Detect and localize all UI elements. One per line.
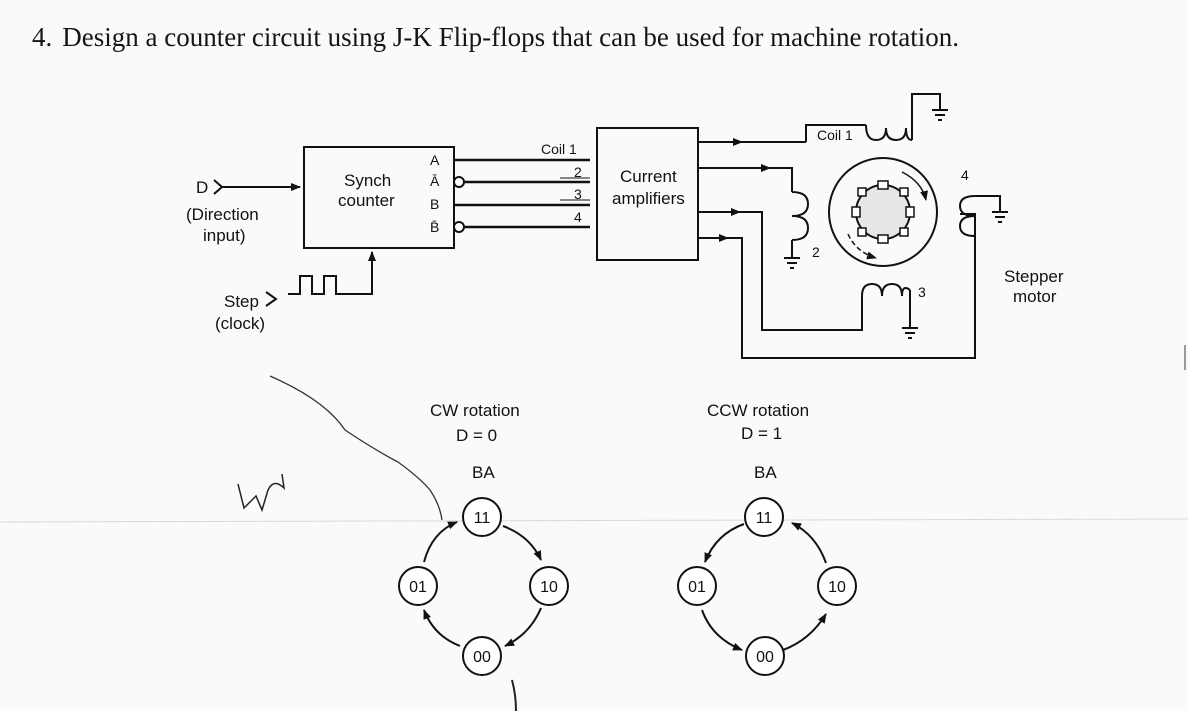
stepper-motor-label-2: motor xyxy=(1013,287,1057,306)
output-label-b-bar: B̄ xyxy=(430,219,439,235)
rotor-tooth xyxy=(857,227,867,237)
stator-circle xyxy=(828,157,938,267)
ccw-state-label: 00 xyxy=(756,649,774,666)
coil1-ground-lead xyxy=(911,93,941,140)
d-input-label-2: input) xyxy=(203,226,246,245)
amp-out-coil2 xyxy=(770,167,793,192)
question-text: 4. Design a counter circuit using J-K Fli… xyxy=(32,22,959,53)
ccw-arrow-11-01 xyxy=(704,523,745,563)
step-label-1: Step xyxy=(224,292,259,311)
inversion-bubble-a xyxy=(453,176,465,188)
rotation-arrow-cw xyxy=(901,171,928,201)
d-input-label-1: (Direction xyxy=(186,205,259,224)
cw-arrow-10-00 xyxy=(504,607,542,647)
coil3-winding xyxy=(861,282,911,312)
ccw-state-label: 11 xyxy=(756,510,773,527)
cw-state-label: 10 xyxy=(540,579,558,596)
rotor-tooth xyxy=(899,227,909,237)
ccw-title: CCW rotation xyxy=(707,401,809,420)
output-label-b: B xyxy=(430,196,439,212)
cw-state-node xyxy=(462,636,502,676)
ccw-arrow-01-00 xyxy=(701,609,743,651)
coil3-number: 3 xyxy=(918,284,926,300)
handwritten-stroke xyxy=(269,375,443,521)
cw-arrow-00-01 xyxy=(423,609,461,647)
rotor-tooth xyxy=(877,180,889,190)
rotor-tooth xyxy=(851,206,861,218)
cw-state-node xyxy=(398,566,438,606)
amp-out-coil4 xyxy=(728,213,976,359)
clock-line xyxy=(352,251,376,295)
ccw-arrow-00-10 xyxy=(782,613,827,651)
cw-state-label: 01 xyxy=(409,579,427,596)
current-amplifiers-block xyxy=(596,127,699,261)
coil1-winding xyxy=(865,124,913,142)
coil4-ground-lead xyxy=(975,195,1001,212)
ccw-arrow-10-11 xyxy=(791,522,827,564)
question-body: Design a counter circuit using J-K Flip-… xyxy=(62,22,960,52)
coil4-winding xyxy=(958,195,976,237)
page-fold-line xyxy=(0,518,1188,523)
output-label-a: A xyxy=(430,152,440,168)
step-label-2: (clock) xyxy=(215,314,265,333)
rotor-tooth xyxy=(905,206,915,218)
coil1-label: Coil 1 xyxy=(817,127,853,143)
ccw-state-node xyxy=(817,566,857,606)
coil2-winding xyxy=(791,191,810,241)
cw-arrow-11-10 xyxy=(502,525,542,561)
bus-label-4: 4 xyxy=(574,209,582,225)
coil2-number: 2 xyxy=(812,244,820,260)
amp-out-coil3 xyxy=(740,211,863,331)
coil1-lead xyxy=(805,124,866,142)
rotor-tooth xyxy=(877,234,889,244)
handwritten-scribble xyxy=(237,473,286,513)
ccw-condition: D = 1 xyxy=(741,424,782,443)
ccw-state-node xyxy=(677,566,717,606)
amplifiers-label-2: amplifiers xyxy=(612,189,685,208)
clock-pulse-symbol xyxy=(288,275,352,295)
step-input-chevron xyxy=(265,291,278,307)
rotor-tooth xyxy=(857,187,867,197)
stepper-motor-label-1: Stepper xyxy=(1004,267,1064,286)
bus-label-coil1: Coil 1 xyxy=(541,141,577,157)
d-input-chevron xyxy=(213,179,224,195)
inversion-bubble-b xyxy=(453,221,465,233)
ccw-state-label: 01 xyxy=(688,579,706,596)
cw-state-node xyxy=(529,566,569,606)
cw-state-label: 00 xyxy=(473,649,491,666)
output-label-a-bar: Ā xyxy=(430,173,440,189)
question-number: 4. xyxy=(32,22,53,52)
rotation-arrow-dashed xyxy=(847,233,877,260)
bus-label-3: 3 xyxy=(574,186,582,202)
ccw-header: BA xyxy=(754,463,777,482)
cw-condition: D = 0 xyxy=(456,426,497,445)
rotor-tooth xyxy=(899,187,909,197)
handwritten-mark-bottom xyxy=(511,679,517,711)
cw-state-node xyxy=(462,497,502,537)
synch-counter-label-1: Synch xyxy=(344,171,391,190)
bus-label-2: 2 xyxy=(574,164,582,180)
ccw-state-label: 10 xyxy=(828,579,846,596)
cw-arrow-01-11 xyxy=(423,521,458,563)
ccw-state-node xyxy=(744,497,784,537)
cw-title: CW rotation xyxy=(430,401,520,420)
synch-counter-block xyxy=(303,146,455,249)
ccw-state-node xyxy=(745,636,785,676)
d-input-symbol: D xyxy=(196,178,208,197)
cw-header: BA xyxy=(472,463,495,482)
cw-state-label: 11 xyxy=(474,510,491,527)
amplifiers-label-1: Current xyxy=(620,167,677,186)
coil4-number: 4 xyxy=(961,167,969,183)
synch-counter-label-2: counter xyxy=(338,191,395,210)
